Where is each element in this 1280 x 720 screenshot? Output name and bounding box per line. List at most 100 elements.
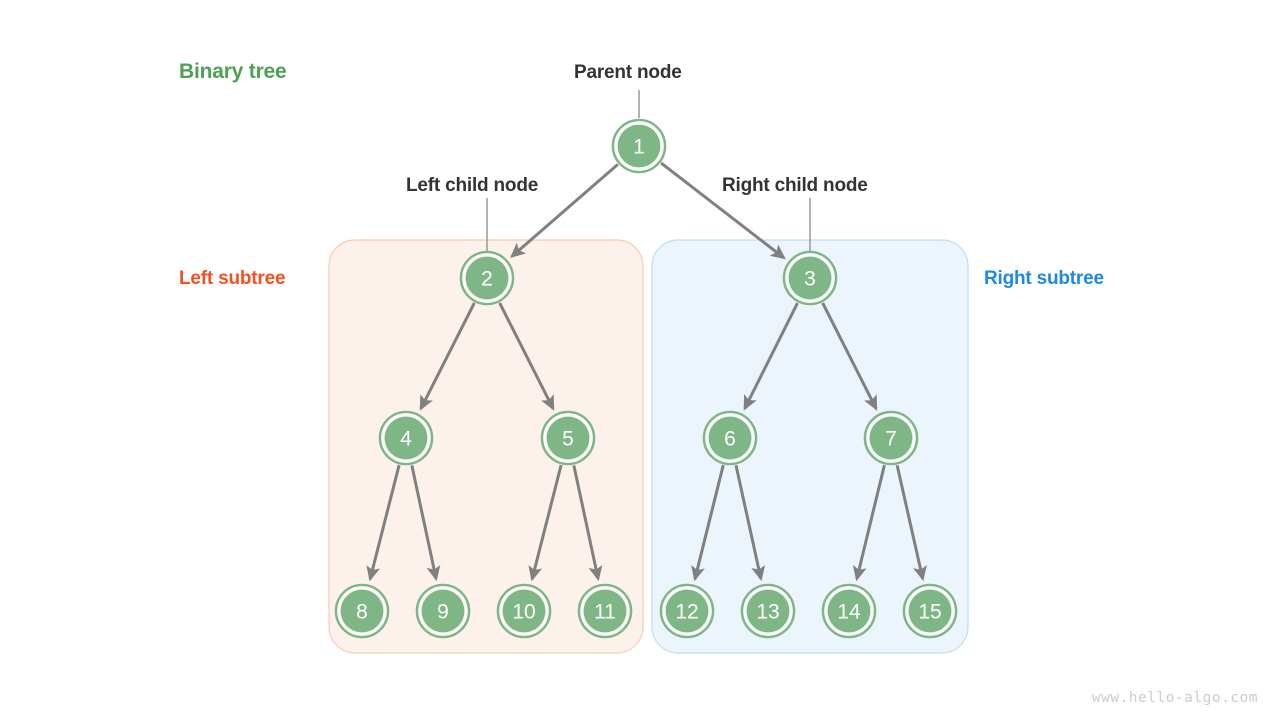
node-value: 11: [594, 601, 616, 624]
node-gap-ring: [614, 121, 664, 171]
tree-edge-n3-to-n6: [743, 302, 799, 411]
node-outer-ring: [540, 410, 596, 466]
node-outer-ring: [378, 410, 434, 466]
node-value: 9: [437, 601, 449, 624]
tree-edge-n1-to-n3: [660, 161, 786, 260]
node-outer-ring: [611, 118, 667, 174]
node-outer-ring: [740, 583, 796, 639]
tree-node-4[interactable]: 4: [378, 410, 434, 466]
tree-node-12[interactable]: 12: [659, 583, 715, 639]
node-outer-ring: [577, 583, 633, 639]
node-outer-ring: [782, 250, 838, 306]
tree-edges: [366, 161, 927, 582]
node-gap-ring: [905, 586, 955, 636]
tree-node-13[interactable]: 13: [740, 583, 796, 639]
annotation-right-child-node: Right child node: [722, 175, 868, 196]
node-value: 4: [400, 428, 412, 451]
tree-edge-n4-to-n9: [410, 465, 441, 582]
node-gap-ring: [824, 586, 874, 636]
tree-edge-n3-to-n7: [821, 302, 878, 411]
tree-node-3[interactable]: 3: [782, 250, 838, 306]
node-gap-ring: [499, 586, 549, 636]
diagram-title: Binary tree: [179, 60, 287, 83]
tree-node-1[interactable]: 1: [611, 118, 667, 174]
tree-node-15[interactable]: 15: [902, 583, 958, 639]
tree-node-2[interactable]: 2: [459, 250, 515, 306]
node-value: 12: [675, 601, 698, 624]
node-outer-ring: [702, 410, 758, 466]
tree-node-11[interactable]: 11: [577, 583, 633, 639]
node-value: 10: [512, 601, 535, 624]
node-value: 7: [885, 428, 897, 451]
node-disc: [583, 589, 627, 633]
node-value: 1: [633, 136, 645, 159]
node-gap-ring: [418, 586, 468, 636]
node-gap-ring: [743, 586, 793, 636]
node-outer-ring: [334, 583, 390, 639]
tree-edge-n6-to-n12: [691, 464, 725, 582]
node-disc: [869, 416, 913, 460]
tree-edge-n4-to-n8: [366, 464, 401, 582]
node-gap-ring: [662, 586, 712, 636]
node-value: 8: [356, 601, 368, 624]
node-disc: [788, 256, 832, 300]
node-outer-ring: [415, 583, 471, 639]
node-disc: [908, 589, 952, 633]
tree-edge-n2-to-n4: [419, 302, 476, 411]
tree-edge-n2-to-n5: [498, 302, 555, 411]
node-value: 13: [756, 601, 779, 624]
tree-edge-n6-to-n13: [734, 465, 766, 582]
node-disc: [546, 416, 590, 460]
node-outer-ring: [459, 250, 515, 306]
annotation-left-subtree: Left subtree: [179, 268, 286, 289]
node-value: 6: [724, 428, 736, 451]
node-disc: [746, 589, 790, 633]
node-disc: [465, 256, 509, 300]
node-gap-ring: [705, 413, 755, 463]
node-disc: [827, 589, 871, 633]
tree-edge-n5-to-n10: [528, 464, 563, 582]
node-outer-ring: [863, 410, 919, 466]
node-disc: [617, 124, 661, 168]
tree-edge-n5-to-n11: [572, 465, 603, 582]
tree-node-5[interactable]: 5: [540, 410, 596, 466]
tree-node-6[interactable]: 6: [702, 410, 758, 466]
node-disc: [708, 416, 752, 460]
node-value: 2: [481, 268, 493, 291]
tree-edge-n7-to-n14: [852, 464, 886, 582]
node-disc: [384, 416, 428, 460]
node-gap-ring: [462, 253, 512, 303]
tree-node-8[interactable]: 8: [334, 583, 390, 639]
node-outer-ring: [821, 583, 877, 639]
left-subtree-box: [328, 239, 644, 654]
tree-node-10[interactable]: 10: [496, 583, 552, 639]
node-gap-ring: [381, 413, 431, 463]
node-gap-ring: [543, 413, 593, 463]
subtree-boxes: [328, 239, 969, 654]
node-gap-ring: [337, 586, 387, 636]
node-disc: [421, 589, 465, 633]
node-gap-ring: [580, 586, 630, 636]
node-gap-ring: [785, 253, 835, 303]
tree-node-9[interactable]: 9: [415, 583, 471, 639]
node-value: 5: [562, 428, 574, 451]
node-disc: [502, 589, 546, 633]
watermark: www.hello-algo.com: [1091, 690, 1258, 706]
node-outer-ring: [659, 583, 715, 639]
node-disc: [665, 589, 709, 633]
node-value: 15: [918, 601, 941, 624]
node-outer-ring: [496, 583, 552, 639]
node-value: 14: [837, 601, 861, 624]
annotation-left-child-node: Left child node: [406, 175, 539, 196]
tree-edge-n1-to-n2: [510, 163, 619, 258]
annotation-parent-node: Parent node: [574, 62, 682, 83]
node-value: 3: [804, 268, 816, 291]
tree-node-7[interactable]: 7: [863, 410, 919, 466]
tree-edge-n7-to-n15: [895, 464, 927, 582]
tree-node-14[interactable]: 14: [821, 583, 877, 639]
node-gap-ring: [866, 413, 916, 463]
node-outer-ring: [902, 583, 958, 639]
